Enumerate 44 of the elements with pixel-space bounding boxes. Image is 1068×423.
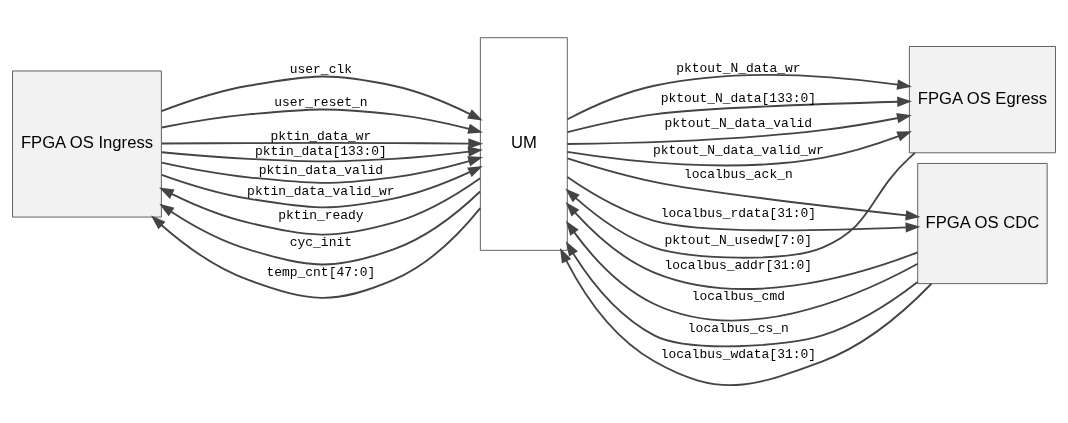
edge-label: localbus_cs_n bbox=[687, 320, 789, 336]
arrow bbox=[566, 74, 912, 121]
arrow bbox=[151, 207, 482, 299]
edge-label: user_clk bbox=[289, 62, 352, 78]
arrow bbox=[566, 96, 912, 134]
arrow bbox=[160, 146, 483, 163]
edge-label: pktout_N_usedw[7:0] bbox=[664, 233, 813, 249]
edge-label: pktin_data_valid bbox=[258, 162, 383, 178]
edge-label: localbus_cmd bbox=[691, 289, 785, 305]
arrow bbox=[160, 156, 483, 184]
arrow bbox=[160, 75, 483, 121]
edge-label: temp_cnt[47:0] bbox=[266, 265, 376, 281]
arrow bbox=[566, 131, 912, 167]
edge-label: pktin_data_wr bbox=[270, 128, 372, 144]
edge-label: pktin_ready bbox=[278, 208, 364, 224]
arrow bbox=[566, 176, 921, 233]
node-box: FPGA OS Egress bbox=[908, 46, 1056, 154]
edge-label: localbus_wdata[31:0] bbox=[660, 346, 816, 362]
arrow bbox=[160, 138, 484, 149]
arrow bbox=[566, 157, 921, 221]
arrow bbox=[566, 113, 912, 145]
arrow bbox=[159, 177, 482, 236]
edge-label: user_reset_n bbox=[274, 95, 368, 111]
arrow bbox=[160, 165, 483, 209]
arrow bbox=[565, 152, 916, 259]
edge-label: pktout_N_data_valid bbox=[664, 115, 813, 131]
arrow bbox=[565, 241, 919, 348]
arrow bbox=[159, 190, 482, 266]
arrow bbox=[565, 220, 919, 322]
edge-label: localbus_ack_n bbox=[683, 167, 793, 183]
edge-label: pktout_N_data_wr bbox=[676, 61, 801, 77]
arrow bbox=[560, 247, 933, 386]
edge-label: localbus_rdata[31:0] bbox=[660, 206, 816, 222]
node-box: UM bbox=[479, 37, 568, 251]
edge-label: pktin_data[133:0] bbox=[254, 144, 387, 160]
edge-label: pktout_N_data[133:0] bbox=[660, 90, 816, 106]
edge-label: pktout_N_data_valid_wr bbox=[652, 143, 824, 159]
arrow bbox=[160, 108, 483, 134]
node-box: FPGA OS CDC bbox=[917, 163, 1048, 285]
edge-label: cyc_init bbox=[289, 234, 352, 250]
node-box: FPGA OS Ingress bbox=[12, 70, 162, 218]
edge-label: pktin_data_valid_wr bbox=[247, 184, 395, 200]
edge-label: localbus_addr[31:0] bbox=[664, 258, 813, 274]
arrow bbox=[565, 201, 919, 290]
